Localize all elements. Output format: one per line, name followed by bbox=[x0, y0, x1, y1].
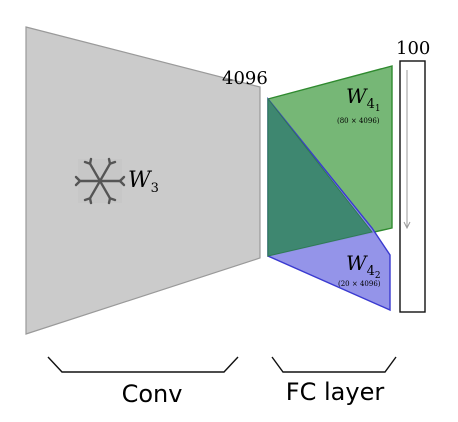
output-size-label: 100 bbox=[396, 38, 430, 59]
fc1-dims-label: (80 × 4096) bbox=[337, 117, 380, 125]
fc-bracket bbox=[271, 356, 397, 373]
fc1-weight-label: W41 bbox=[346, 84, 381, 114]
output-vector-box bbox=[399, 60, 426, 313]
fc-caption: FC layer bbox=[286, 378, 385, 406]
fc2-dims-label: (20 × 4096) bbox=[338, 280, 381, 288]
conv-width-label: 4096 bbox=[222, 68, 268, 89]
conv-block bbox=[25, 26, 261, 335]
fc-overlap-region bbox=[267, 97, 373, 257]
conv-bracket bbox=[47, 356, 239, 373]
snowflake-icon bbox=[74, 157, 126, 205]
conv-weight-label: W3 bbox=[128, 168, 159, 196]
down-arrow-icon bbox=[403, 70, 411, 230]
fc2-weight-label: W42 bbox=[346, 251, 381, 281]
conv-caption: Conv bbox=[122, 380, 183, 408]
